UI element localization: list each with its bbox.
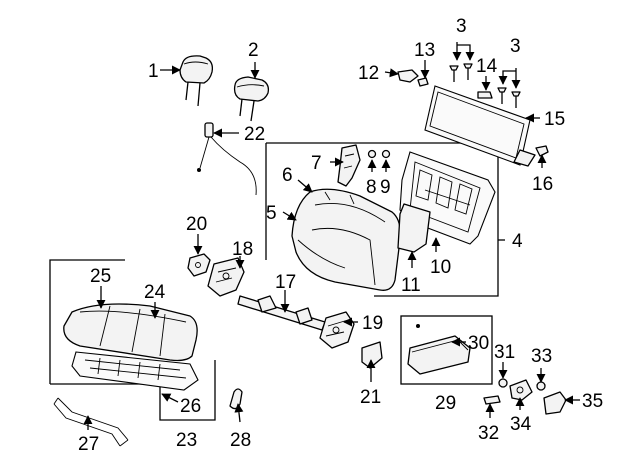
callout-34: 34 (510, 414, 532, 435)
seat-back-board (424, 85, 536, 167)
callout-15: 15 (544, 109, 565, 130)
callout-28: 28 (230, 430, 251, 451)
callout-5: 5 (266, 203, 277, 224)
callout-31: 31 (494, 342, 515, 363)
seat-latch-cable (197, 122, 257, 196)
seat-frame-bar (237, 295, 326, 331)
callout-23: 23 (176, 430, 197, 451)
callout-12: 12 (358, 63, 379, 84)
callout-10: 10 (430, 257, 451, 278)
callout-3b: 3 (510, 36, 521, 57)
armrest-group-box (400, 315, 493, 385)
callout-32: 32 (478, 423, 499, 444)
callout-27: 27 (78, 434, 99, 455)
seat-back-bracket (337, 144, 361, 187)
cushion-bracket (187, 253, 211, 277)
callout-19: 19 (362, 313, 383, 334)
callout-24: 24 (144, 282, 166, 303)
cushion-frame-wire (53, 397, 129, 447)
callout-35: 35 (582, 391, 603, 412)
callout-14: 14 (476, 56, 498, 77)
callout-7: 7 (311, 153, 322, 174)
callout-4: 4 (512, 231, 523, 252)
callout-9: 9 (380, 177, 391, 198)
callout-16: 16 (532, 174, 553, 195)
callout-22: 22 (244, 124, 265, 145)
small-hardware (483, 378, 567, 415)
seat-back-cover (291, 188, 401, 291)
callout-8: 8 (366, 177, 377, 198)
headrest-left (179, 55, 214, 107)
callout-labels: 1 2 3 3 4 5 6 7 8 9 10 11 12 13 14 15 16… (78, 16, 603, 455)
callout-18: 18 (232, 239, 253, 260)
seat-hinge-right (319, 311, 355, 349)
seat-cushion (63, 303, 199, 391)
bolts (449, 63, 521, 108)
callout-26: 26 (180, 396, 201, 417)
callout-3a: 3 (456, 16, 467, 37)
callout-11: 11 (401, 275, 421, 296)
callout-21: 21 (360, 387, 381, 408)
seat-hinge-left (207, 257, 245, 297)
clips (367, 149, 391, 159)
seat-back-group-box (265, 142, 505, 297)
headrest-right (233, 76, 270, 122)
callout-13: 13 (414, 40, 435, 61)
callout-30: 30 (468, 333, 489, 354)
callout-20: 20 (186, 214, 207, 235)
seat-cushion-group-box (49, 259, 216, 421)
callout-6: 6 (282, 165, 293, 186)
seat-back-panel (397, 203, 431, 253)
seat-hook (229, 388, 243, 410)
retainer-clip (535, 145, 549, 157)
callout-33: 33 (531, 346, 552, 367)
callout-25: 25 (90, 266, 111, 287)
leader-arrows (83, 42, 580, 430)
callout-29: 29 (435, 393, 456, 414)
callout-2: 2 (248, 40, 259, 61)
callout-17: 17 (275, 272, 296, 293)
callout-1: 1 (148, 61, 159, 82)
armrest (407, 324, 471, 375)
hinge-cover-small (361, 341, 383, 369)
hinge-cover (397, 69, 429, 87)
